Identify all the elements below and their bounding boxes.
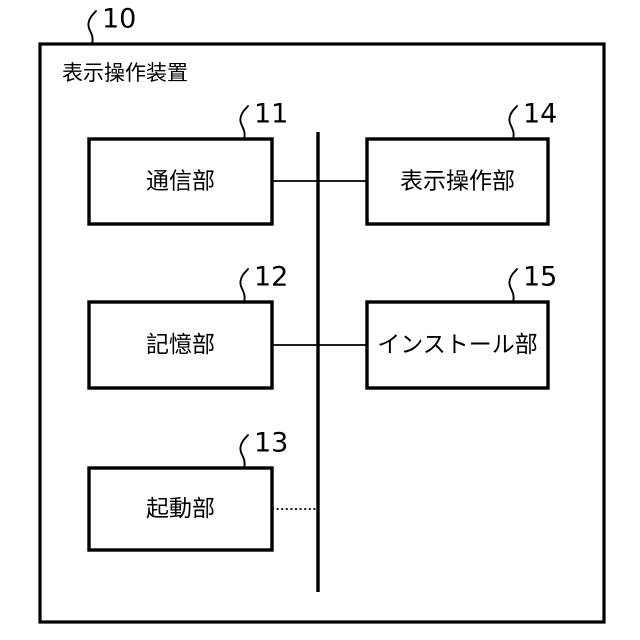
block-label-display-operation-unit: 表示操作部: [400, 169, 515, 195]
leader-line-12: [239, 268, 249, 303]
ref-numeral-14: 14: [523, 99, 557, 130]
block-label-storage-unit: 記憶部: [146, 332, 215, 358]
leader-line-11: [239, 105, 249, 140]
ref-numeral-10: 10: [102, 4, 136, 35]
block-communication-unit: [87, 137, 274, 226]
ref-numeral-12: 12: [254, 262, 288, 293]
leader-line-10: [87, 10, 97, 45]
block-startup-unit: [87, 466, 274, 552]
leader-line-14: [508, 105, 518, 140]
frame-title-display-operation-device: 表示操作装置: [62, 61, 188, 85]
ref-numeral-13: 13: [254, 428, 288, 459]
leader-line-15: [508, 268, 518, 303]
block-label-startup-unit: 起動部: [146, 496, 215, 522]
block-install-unit: [365, 300, 550, 390]
leader-line-13: [239, 434, 249, 469]
block-label-communication-unit: 通信部: [146, 169, 215, 195]
ref-numeral-11: 11: [254, 99, 288, 130]
block-display-operation-unit: [365, 137, 550, 226]
ref-numeral-15: 15: [523, 262, 557, 293]
block-label-install-unit: インストール部: [377, 332, 538, 358]
